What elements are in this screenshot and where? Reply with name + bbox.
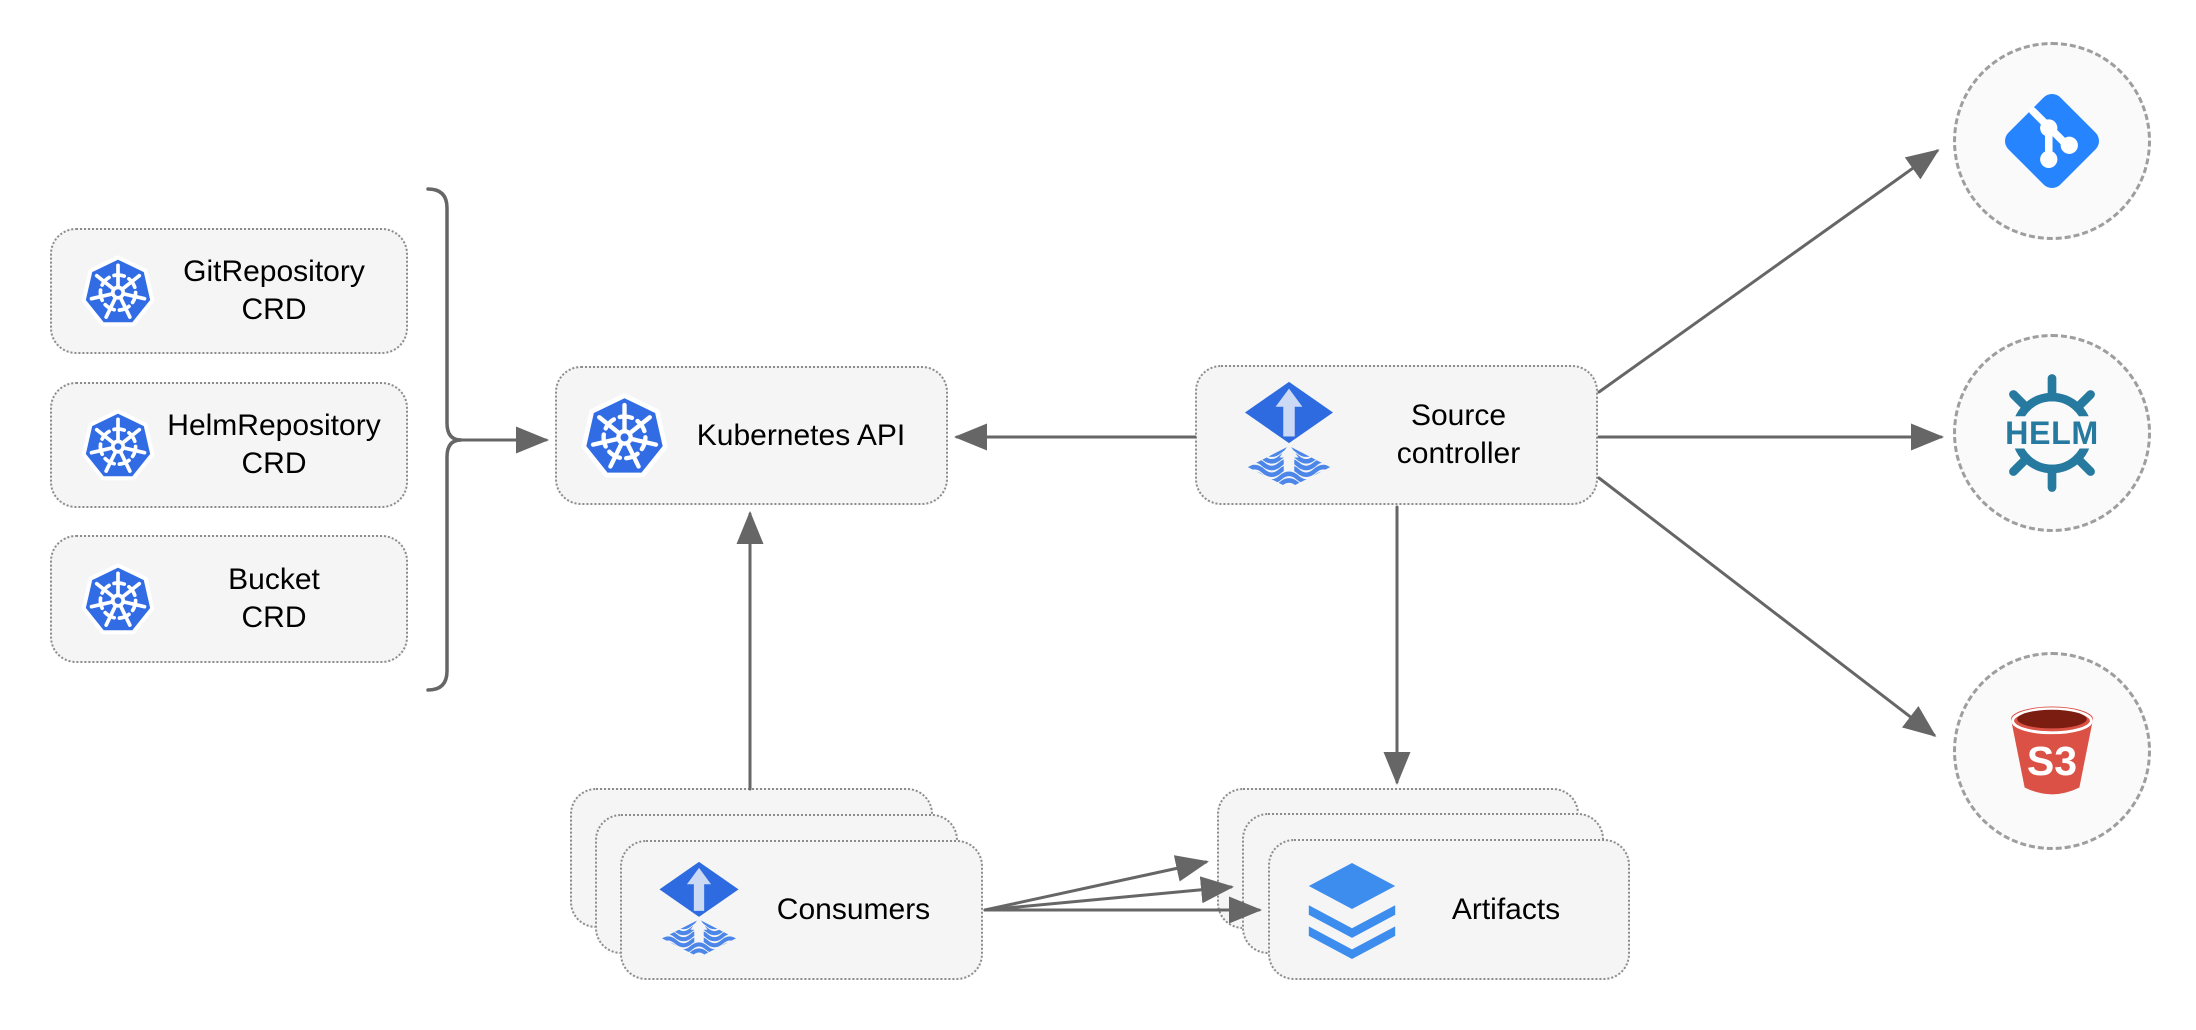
node-helmrepository-crd: HelmRepository CRD xyxy=(50,382,408,508)
kubernetes-icon xyxy=(78,405,158,485)
kubernetes-icon xyxy=(78,559,158,639)
external-helm: HELM xyxy=(1953,334,2151,532)
node-label: HelmRepository CRD xyxy=(167,409,381,480)
arrow-consumers-to-artifacts-2 xyxy=(983,876,1234,912)
node-source-controller: Source controller xyxy=(1195,365,1598,505)
arrow-source-controller-to-s3 xyxy=(1597,476,1937,737)
node-label: Source controller xyxy=(1396,399,1521,470)
node-label: Consumers xyxy=(776,893,931,926)
node-label: Kubernetes API xyxy=(696,418,906,452)
layers-icon xyxy=(1304,861,1400,959)
s3-icon: S3 xyxy=(2010,706,2094,795)
s3-label: S3 xyxy=(2027,738,2077,784)
external-git xyxy=(1953,42,2151,240)
helm-icon: HELM xyxy=(1990,374,2114,492)
node-label: GitRepository CRD xyxy=(183,255,365,326)
node-kubernetes-api: Kubernetes API xyxy=(555,366,948,505)
node-consumers: Consumers xyxy=(620,840,983,980)
flux-source-controller-icon xyxy=(656,860,742,960)
node-artifacts: Artifacts xyxy=(1268,839,1630,980)
node-bucket-crd: Bucket CRD xyxy=(50,535,408,663)
arrow-consumers-to-artifacts-1 xyxy=(983,855,1209,912)
helm-label: HELM xyxy=(2005,415,2099,451)
external-s3: S3 xyxy=(1953,652,2151,850)
flux-source-controller-icon xyxy=(1241,380,1337,491)
node-label: Artifacts xyxy=(1451,892,1561,926)
arrow-source-controller-to-git xyxy=(1597,149,1940,394)
git-icon xyxy=(1998,87,2106,195)
node-gitrepository-crd: GitRepository CRD xyxy=(50,228,408,354)
kubernetes-icon xyxy=(78,251,158,331)
kubernetes-icon xyxy=(577,388,672,483)
node-label: Bucket CRD xyxy=(228,563,320,634)
crd-group-bracket xyxy=(426,187,463,692)
